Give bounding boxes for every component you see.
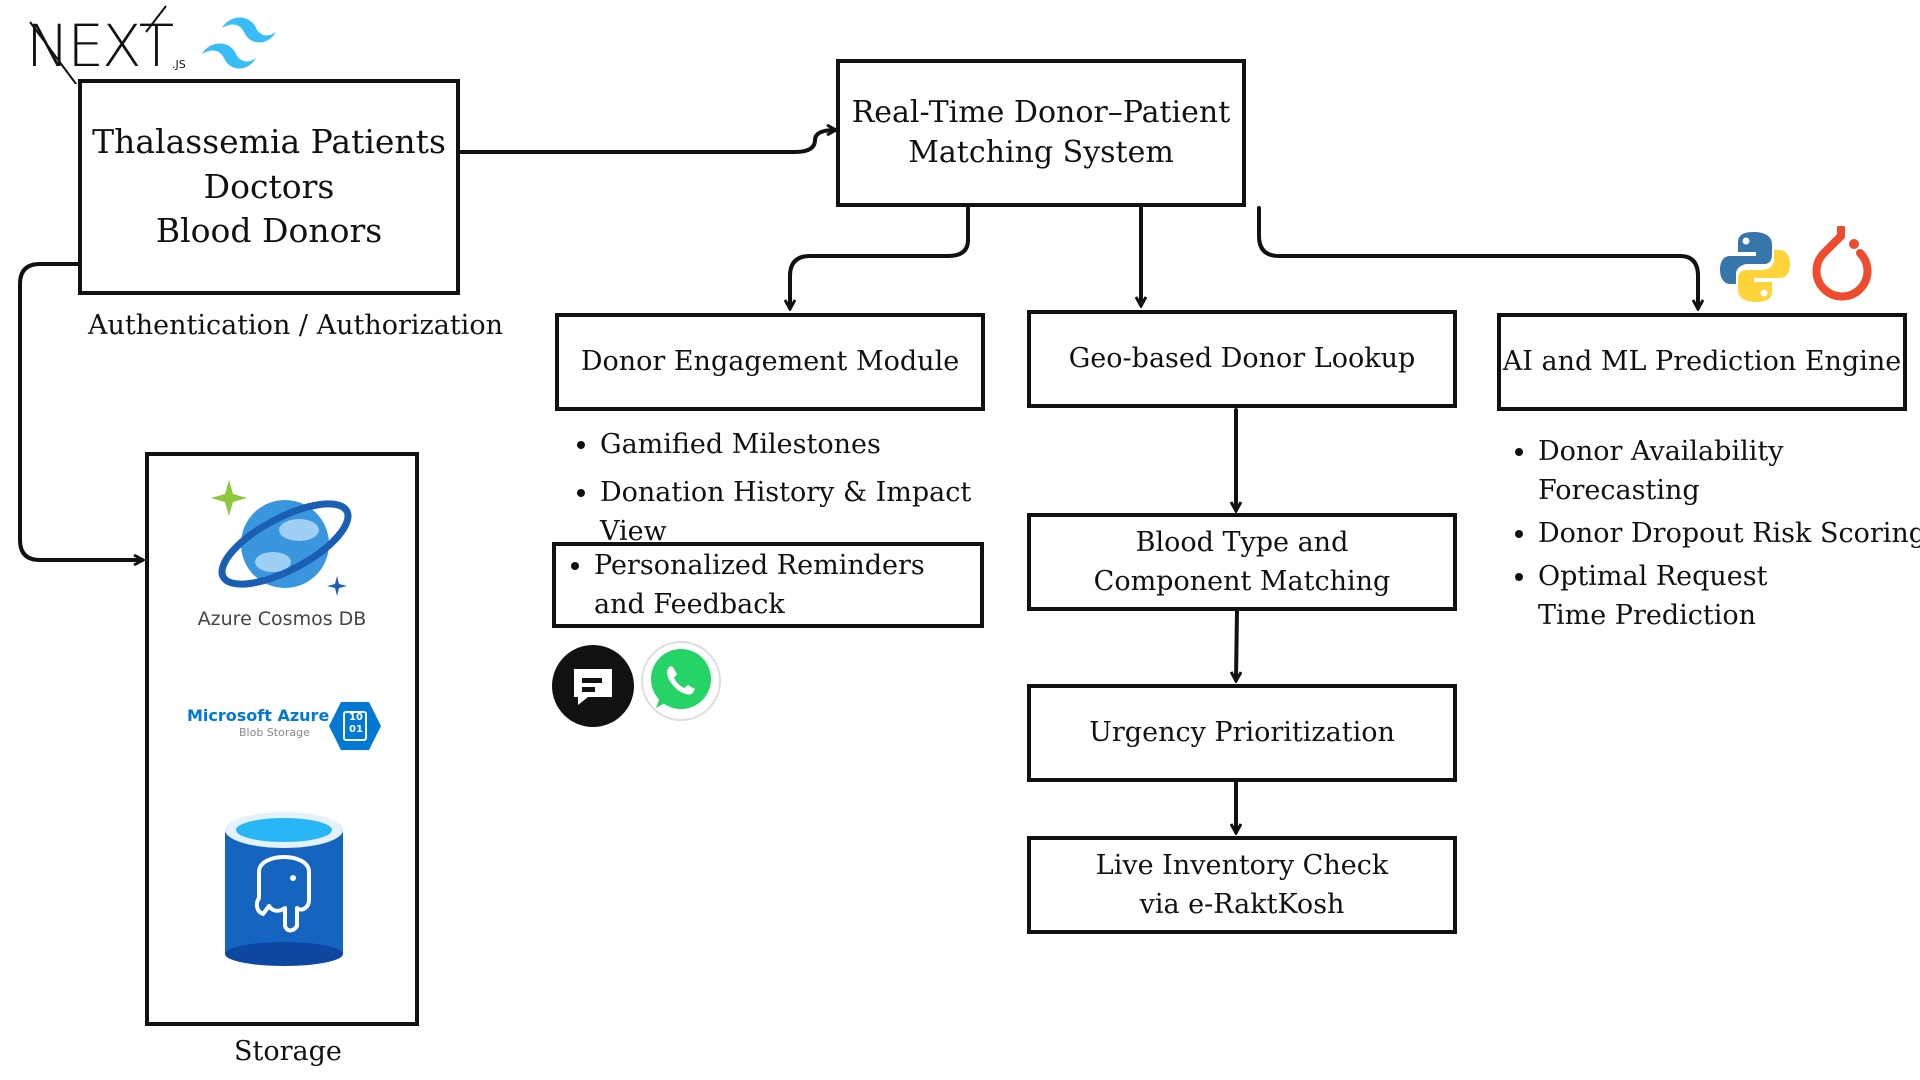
python-logo <box>1720 232 1790 302</box>
geo-lookup-box: Geo-based Donor Lookup <box>1027 310 1457 408</box>
users-doctors: Doctors <box>203 166 335 206</box>
tailwind-logo <box>202 17 276 69</box>
nextjs-logo: NEXT .JS <box>26 4 196 84</box>
list-item: Personalized Reminders and Feedback <box>594 546 984 624</box>
azure-cosmos-db-logo <box>211 480 352 596</box>
geo-title: Geo-based Donor Lookup <box>1068 342 1416 374</box>
engagement-module-box: Donor Engagement Module <box>555 313 985 411</box>
engagement-feature-list: Gamified Milestones Donation History & I… <box>566 425 990 560</box>
core-title-line2: Matching System <box>908 135 1174 170</box>
list-item: Donor Availability Forecasting <box>1538 432 1920 510</box>
users-patients: Thalassemia Patients <box>92 122 446 162</box>
step-title: Urgency Prioritization <box>1089 716 1395 748</box>
azure-blob-title: Microsoft Azure <box>187 706 330 725</box>
inventory-check-box: Live Inventory Check via e-RaktKosh <box>1027 836 1457 934</box>
core-matching-box: Real-Time Donor–Patient Matching System <box>836 59 1246 207</box>
arrow-users-to-core <box>458 130 835 154</box>
azure-blob-subtitle: Blob Storage <box>239 726 310 739</box>
nextjs-suffix: .JS <box>172 58 186 71</box>
whatsapp-icon <box>641 641 721 721</box>
blob-bits-bottom: 01 <box>349 724 363 735</box>
storage-panel: Azure Cosmos DB Microsoft Azure Blob Sto… <box>145 452 419 1026</box>
engagement-title: Donor Engagement Module <box>580 345 960 377</box>
azure-blob-storage-logo: Microsoft Azure Blob Storage 10 01 <box>187 696 387 756</box>
list-item: Donor Dropout Risk Scoring <box>1538 514 1920 553</box>
auth-label: Authentication / Authorization <box>88 310 503 341</box>
nextjs-wordmark: NEXT <box>26 12 174 80</box>
users-box: Thalassemia Patients Doctors Blood Donor… <box>78 79 460 295</box>
ai-title: AI and ML Prediction Engine <box>1502 345 1902 377</box>
list-item: Donation History & Impact View <box>600 473 990 551</box>
cosmos-caption: Azure Cosmos DB <box>197 608 367 630</box>
urgency-prioritization-box: Urgency Prioritization <box>1027 684 1457 782</box>
users-donors: Blood Donors <box>155 211 383 251</box>
postgresql-logo <box>225 812 343 966</box>
arrow-users-to-storage <box>18 262 142 560</box>
arrow-matching-to-urgency <box>1236 608 1237 680</box>
core-title-line1: Real-Time Donor–Patient <box>851 94 1231 130</box>
reminders-box: Personalized Reminders and Feedback <box>552 542 984 628</box>
arrow-core-to-ai <box>1257 206 1698 308</box>
pytorch-logo <box>1812 226 1872 301</box>
list-item: Optimal Request Time Prediction <box>1538 557 1838 635</box>
step-title: Live Inventory Check via e-RaktKosh <box>1095 850 1389 920</box>
blood-type-matching-box: Blood Type and Component Matching <box>1027 513 1457 611</box>
storage-label: Storage <box>234 1036 342 1067</box>
sms-chat-icon <box>552 645 634 727</box>
ai-feature-list: Donor Availability Forecasting Donor Dro… <box>1504 432 1920 644</box>
arrow-core-to-engagement <box>790 206 970 308</box>
ai-ml-engine-box: AI and ML Prediction Engine <box>1497 313 1907 411</box>
step-title: Blood Type and Component Matching <box>1093 527 1391 597</box>
blob-bits-top: 10 <box>349 712 363 723</box>
list-item: Gamified Milestones <box>600 425 990 464</box>
